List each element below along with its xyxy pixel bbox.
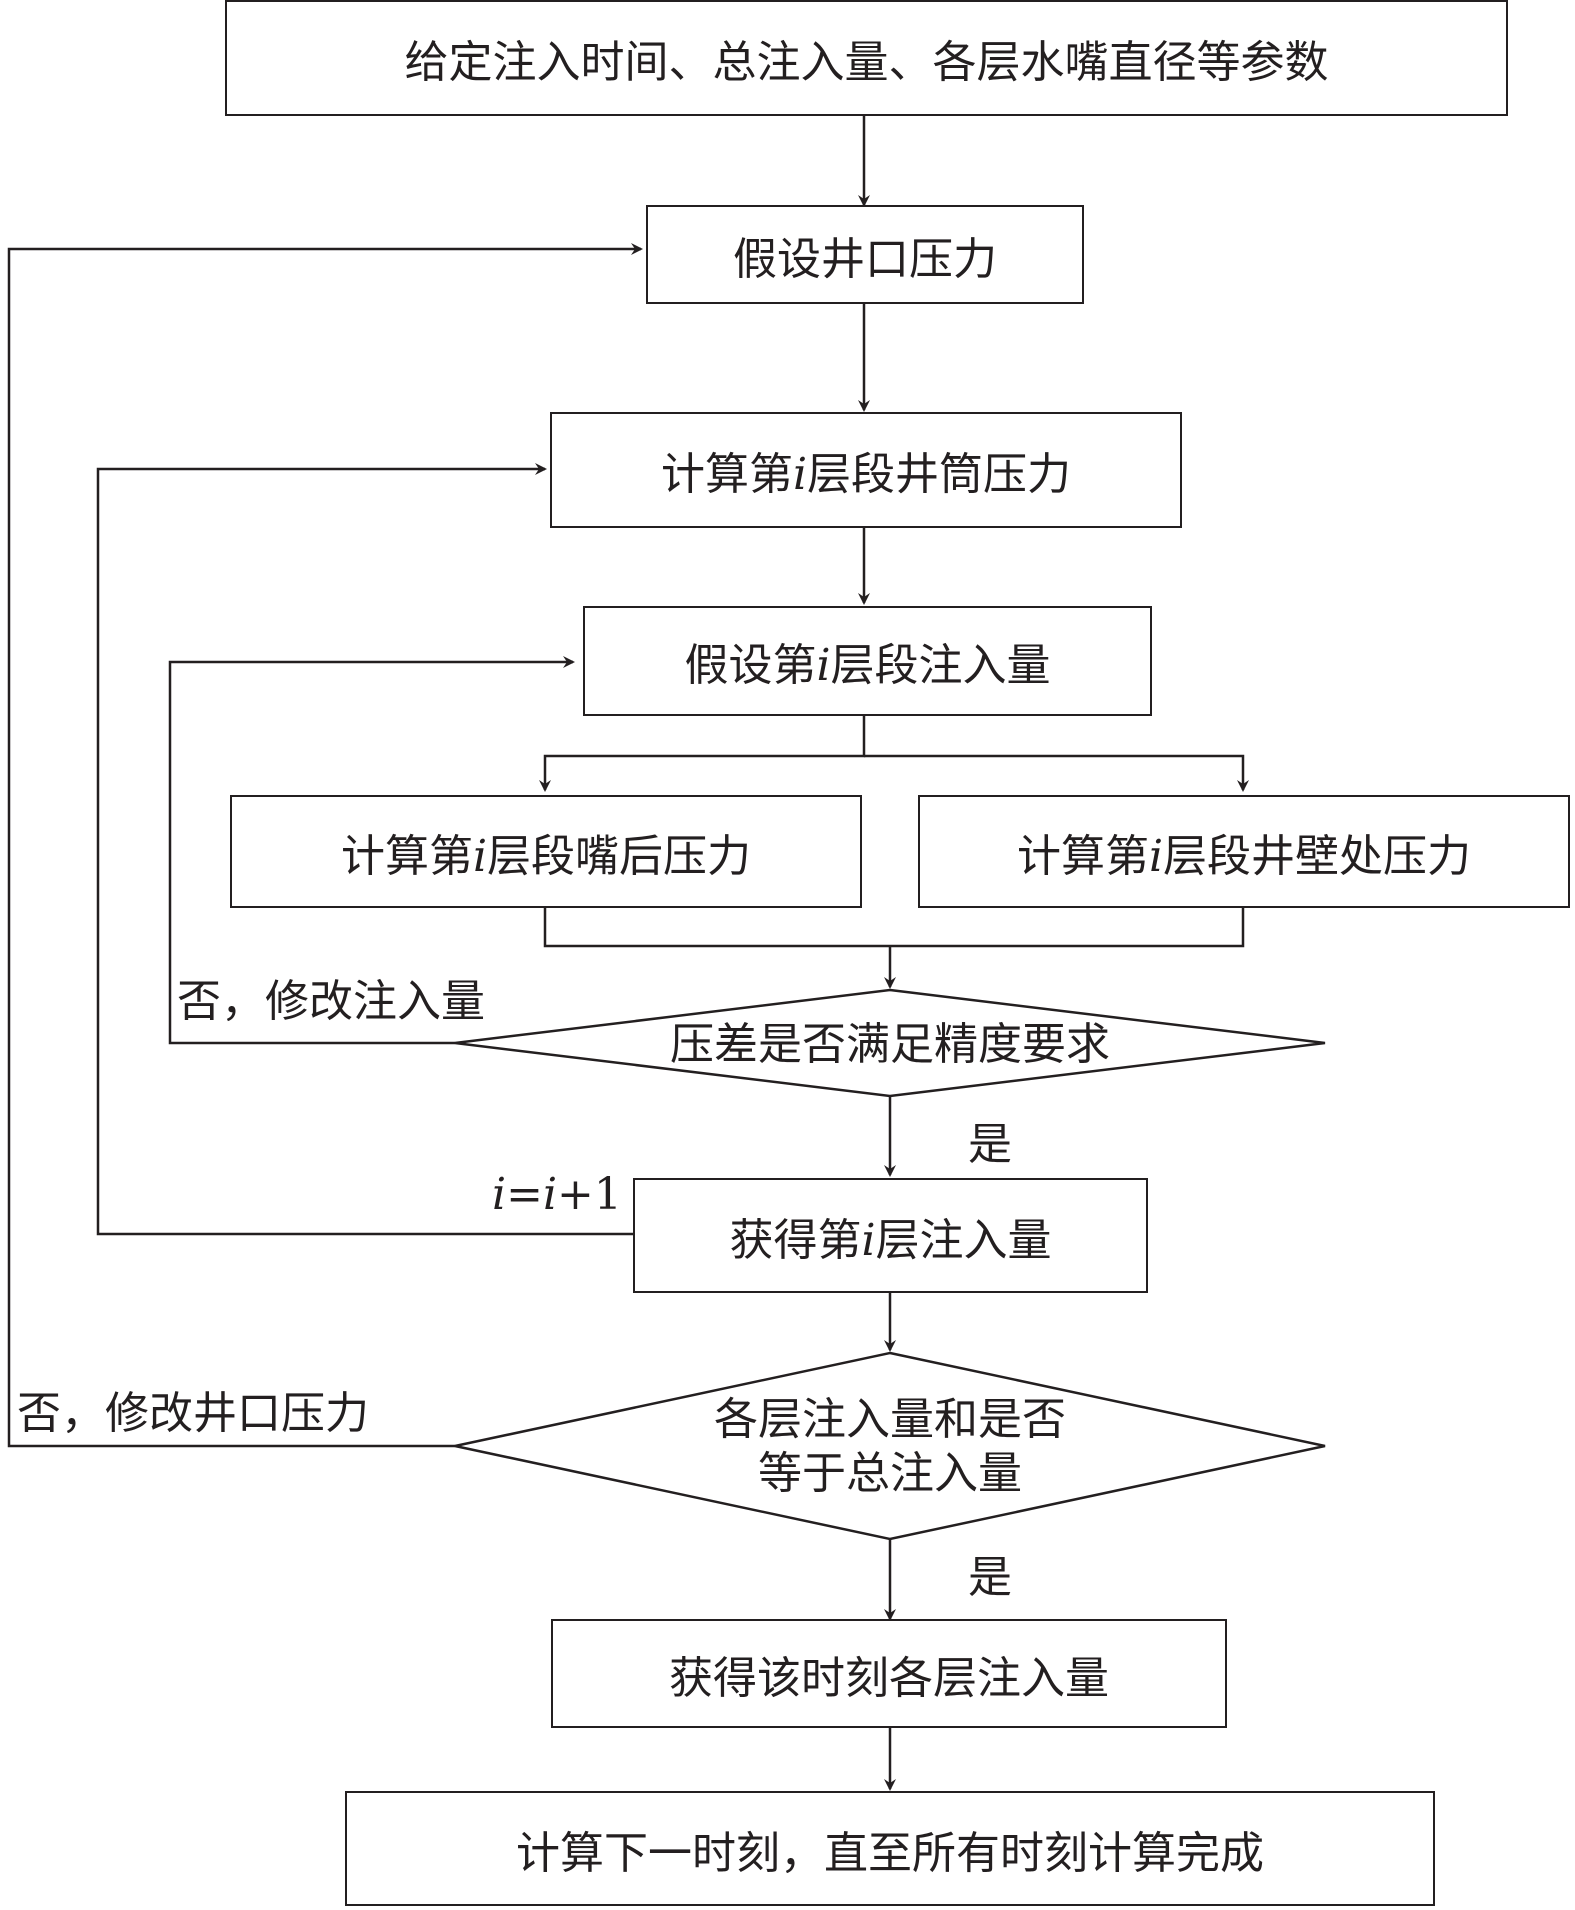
node-calc-wellbore-pressure-text: 计算第i层段井筒压力 bbox=[660, 449, 1072, 500]
node-calc-nozzle-pressure: 计算第i层段嘴后压力 bbox=[230, 795, 862, 908]
node-calc-wellbore-pressure: 计算第i层段井筒压力 bbox=[550, 412, 1182, 528]
node-get-layer-injection-text: 获得第i层注入量 bbox=[729, 1214, 1052, 1266]
loop-next-layer bbox=[96, 463, 633, 1236]
node-next-time-step: 计算下一时刻，直至所有时刻计算完成 bbox=[345, 1791, 1435, 1906]
label-yes-total: 是 bbox=[968, 1552, 1012, 1603]
node-assume-wellhead-pressure-text: 假设井口压力 bbox=[733, 233, 997, 285]
decision-total-text: 各层注入量和是否 等于总注入量 bbox=[590, 1393, 1190, 1500]
decision-precision-text: 压差是否满足精度要求 bbox=[670, 1019, 1110, 1070]
node-get-layer-injection: 获得第i层注入量 bbox=[633, 1178, 1148, 1293]
decision-total-line1: 各层注入量和是否 bbox=[714, 1394, 1066, 1445]
label-yes-precision: 是 bbox=[968, 1119, 1012, 1170]
decision-total-line2: 等于总注入量 bbox=[758, 1447, 1022, 1499]
label-no-modify-wellhead: 否，修改井口压力 bbox=[17, 1388, 369, 1439]
split-connector bbox=[539, 716, 866, 792]
split-connector-right bbox=[864, 754, 1249, 792]
node-calc-wall-pressure: 计算第i层段井壁处压力 bbox=[918, 795, 1570, 908]
label-layer-increment: i=i+1 bbox=[492, 1169, 622, 1220]
node-calc-wall-pressure-text: 计算第i层段井壁处压力 bbox=[1016, 830, 1472, 882]
node-input-params: 给定注入时间、总注入量、各层水嘴直径等参数 bbox=[225, 0, 1508, 116]
node-assume-wellhead-pressure: 假设井口压力 bbox=[646, 205, 1084, 304]
node-get-all-injection-text: 获得该时刻各层注入量 bbox=[669, 1652, 1109, 1704]
node-get-all-injection: 获得该时刻各层注入量 bbox=[551, 1619, 1227, 1728]
node-input-params-text: 给定注入时间、总注入量、各层水嘴直径等参数 bbox=[404, 37, 1329, 88]
loop-modify-wellhead bbox=[7, 243, 643, 1448]
node-assume-layer-injection-text: 假设第i层段注入量 bbox=[684, 640, 1051, 691]
merge-connector bbox=[543, 908, 1245, 948]
node-next-time-step-text: 计算下一时刻，直至所有时刻计算完成 bbox=[516, 1827, 1264, 1879]
loop-modify-injection bbox=[168, 656, 575, 1045]
node-assume-layer-injection: 假设第i层段注入量 bbox=[583, 606, 1152, 716]
label-no-modify-injection: 否，修改注入量 bbox=[177, 976, 485, 1027]
node-calc-nozzle-pressure-text: 计算第i层段嘴后压力 bbox=[340, 830, 752, 882]
